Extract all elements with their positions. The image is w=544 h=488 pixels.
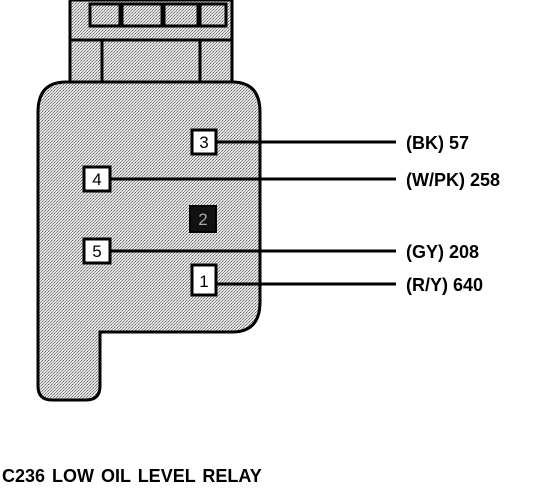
pin-4-number: 4 [92,170,101,189]
connector-latch [68,0,234,84]
wire-label-pin-3: (BK) 57 [406,133,470,153]
pin-5-number: 5 [92,242,101,261]
wire-leads [110,140,396,286]
pin-2: 2 [189,205,217,233]
pin-5: 5 [82,237,112,265]
wire-label-pin-4: (W/PK) 258 [406,170,501,190]
connector-body [36,80,262,402]
pin-2-number: 2 [198,210,207,229]
connector-caption: C236 LOW OIL LEVEL RELAY [2,466,262,486]
pin-1: 1 [190,263,218,297]
pin-3-number: 3 [199,133,208,152]
pin-3: 3 [190,128,218,156]
pin-4: 4 [82,165,112,193]
wire-label-pin-1: (R/Y) 640 [406,275,484,295]
pin-1-number: 1 [199,272,208,291]
wire-label-pin-5: (GY) 208 [406,242,480,262]
